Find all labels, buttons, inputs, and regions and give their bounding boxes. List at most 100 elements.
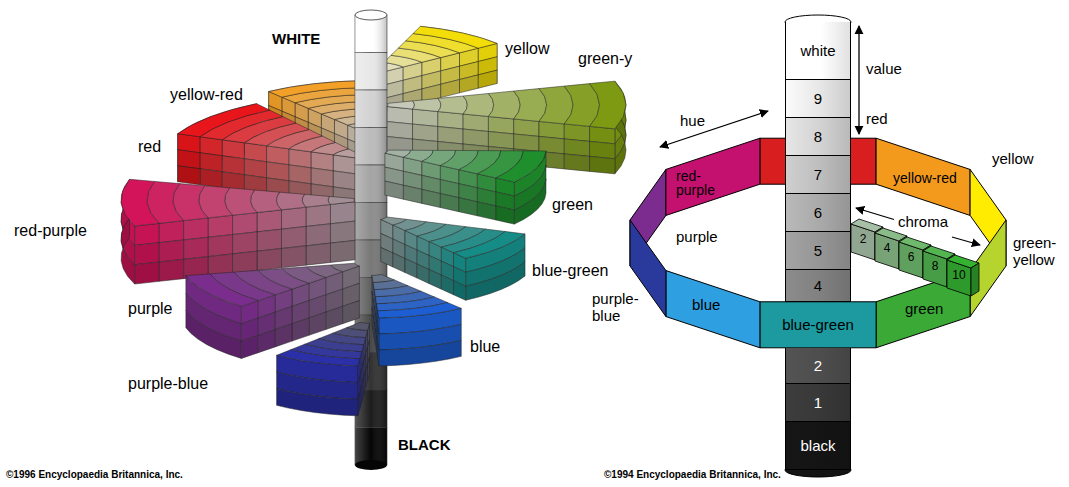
wedge-side-chip [178, 150, 200, 169]
hue-name: purple-blue [128, 375, 208, 392]
value-number: 6 [814, 205, 822, 220]
wedge-side-chip [478, 70, 497, 88]
wedge-side-chip [441, 275, 453, 295]
wedge-side-chip [360, 385, 362, 409]
cylinder-bottom [355, 460, 387, 470]
wedge-top-chip [514, 89, 547, 122]
hue-name: red [866, 110, 888, 127]
copyright-note: ©1996 Encyclopaedia Britannica, Inc. [6, 469, 183, 480]
wedge-side-chip [387, 107, 412, 124]
wedge-side-chip [257, 210, 281, 232]
dimension-label: chroma [898, 213, 948, 230]
hue-name: blue-green [782, 316, 854, 333]
wedge-side-chip [422, 189, 440, 207]
wedge-side-chip [292, 318, 309, 341]
wedge-side-chip [257, 249, 281, 271]
copyright-note: ©1994 Encyclopaedia Britannica, Inc. [604, 469, 781, 480]
wedge-top-chip [413, 98, 441, 111]
wedge-side-chip [463, 129, 488, 146]
axis-end-label: WHITE [272, 30, 320, 47]
wedge-side-chip [159, 240, 183, 262]
wedge-side-chip [330, 240, 354, 262]
wedge-side-chip [564, 124, 589, 141]
wedge-side-chip [306, 243, 330, 265]
chroma-number: 4 [884, 241, 891, 255]
chroma-number: 6 [908, 250, 915, 264]
dimension-label: chroma [898, 213, 948, 230]
chroma-number: 2 [860, 233, 867, 247]
dimension-label: hue [680, 112, 705, 129]
hue-name: green [552, 196, 593, 214]
hue-name: red-purple [676, 169, 722, 197]
hue-band [970, 220, 1006, 317]
wedge-side-chip [539, 121, 564, 138]
wedge-side-chip [413, 109, 438, 126]
wedge-side-chip [438, 112, 463, 129]
cylinder-top [355, 10, 387, 20]
hue-name: green [905, 300, 943, 317]
wedge-side-chip [381, 247, 393, 267]
value-segment: 7 [785, 156, 851, 194]
wedge-side-chip [438, 127, 463, 144]
wedge-top-chip [488, 91, 520, 119]
value-segment: 9 [785, 80, 851, 118]
wedge-side-chip [159, 221, 183, 243]
wedge-side-chip [289, 149, 311, 168]
dimension-label: hue [680, 112, 705, 129]
wedge-side-chip [184, 237, 208, 259]
wedge-side-chip [488, 116, 513, 133]
wedge-side-chip [333, 171, 355, 190]
hue-name: yellow-red [170, 86, 243, 104]
wedge-side-chip [590, 141, 615, 158]
wedge-side-chip [440, 194, 458, 212]
wedge-top-chip [277, 350, 360, 366]
wedge-side-chip [200, 137, 222, 156]
wedge-side-chip [281, 246, 305, 268]
wedge-side-chip [258, 330, 275, 353]
hue-band [876, 138, 970, 215]
value-arrow [858, 26, 859, 134]
wedge-side-chip [387, 122, 412, 139]
wedge-side-chip [233, 232, 257, 254]
wedge-side-chip [267, 146, 289, 165]
hue-name: green-yellow [1013, 234, 1063, 269]
wedge-side-chip [281, 226, 305, 248]
wedge-top-chip [387, 101, 414, 109]
wedge-side-chip [311, 152, 333, 171]
dimension-label: value [866, 60, 902, 77]
value-number: 1 [814, 395, 822, 410]
wedge-side-chip [135, 243, 159, 265]
chroma-number: 6 [908, 251, 915, 265]
wedge-side-chip [590, 156, 615, 173]
value-segment: black [785, 422, 851, 470]
wedge-side-chip [368, 357, 370, 381]
hue-name: blue [470, 338, 500, 356]
value-number: 9 [814, 91, 822, 106]
wedge-side-chip [222, 140, 244, 159]
wedge-outer-face [514, 179, 546, 224]
chroma-arrow [856, 208, 894, 220]
hue-ring-front [630, 220, 1006, 348]
wedge-top-chip [496, 151, 546, 182]
wedge-side-chip [403, 185, 421, 203]
hue-name: purple [676, 228, 718, 245]
chroma-number: 2 [860, 232, 867, 246]
chroma-number: 10 [952, 269, 965, 283]
hue-name: blue-green [782, 316, 854, 333]
wedge-side-chip [233, 213, 257, 235]
copyright-note: ©1996 Encyclopaedia Britannica, Inc. [6, 469, 183, 481]
hue-band [666, 271, 760, 348]
hue-wedge [385, 150, 546, 224]
value-segment: 2 [785, 348, 851, 384]
chroma-chips [851, 219, 979, 296]
wedge-outer-face [121, 218, 134, 284]
hue-name: yellow-red [170, 86, 243, 103]
chroma-number: 10 [952, 268, 965, 282]
hue-name: purple-blue [592, 290, 642, 325]
wedge-side-chip [311, 168, 333, 187]
wedge-side-chip [241, 335, 258, 358]
chroma-chip [947, 255, 979, 296]
value-number: white [800, 43, 835, 58]
wedge-top-chip [121, 179, 159, 226]
wedge-side-chip [343, 301, 360, 324]
